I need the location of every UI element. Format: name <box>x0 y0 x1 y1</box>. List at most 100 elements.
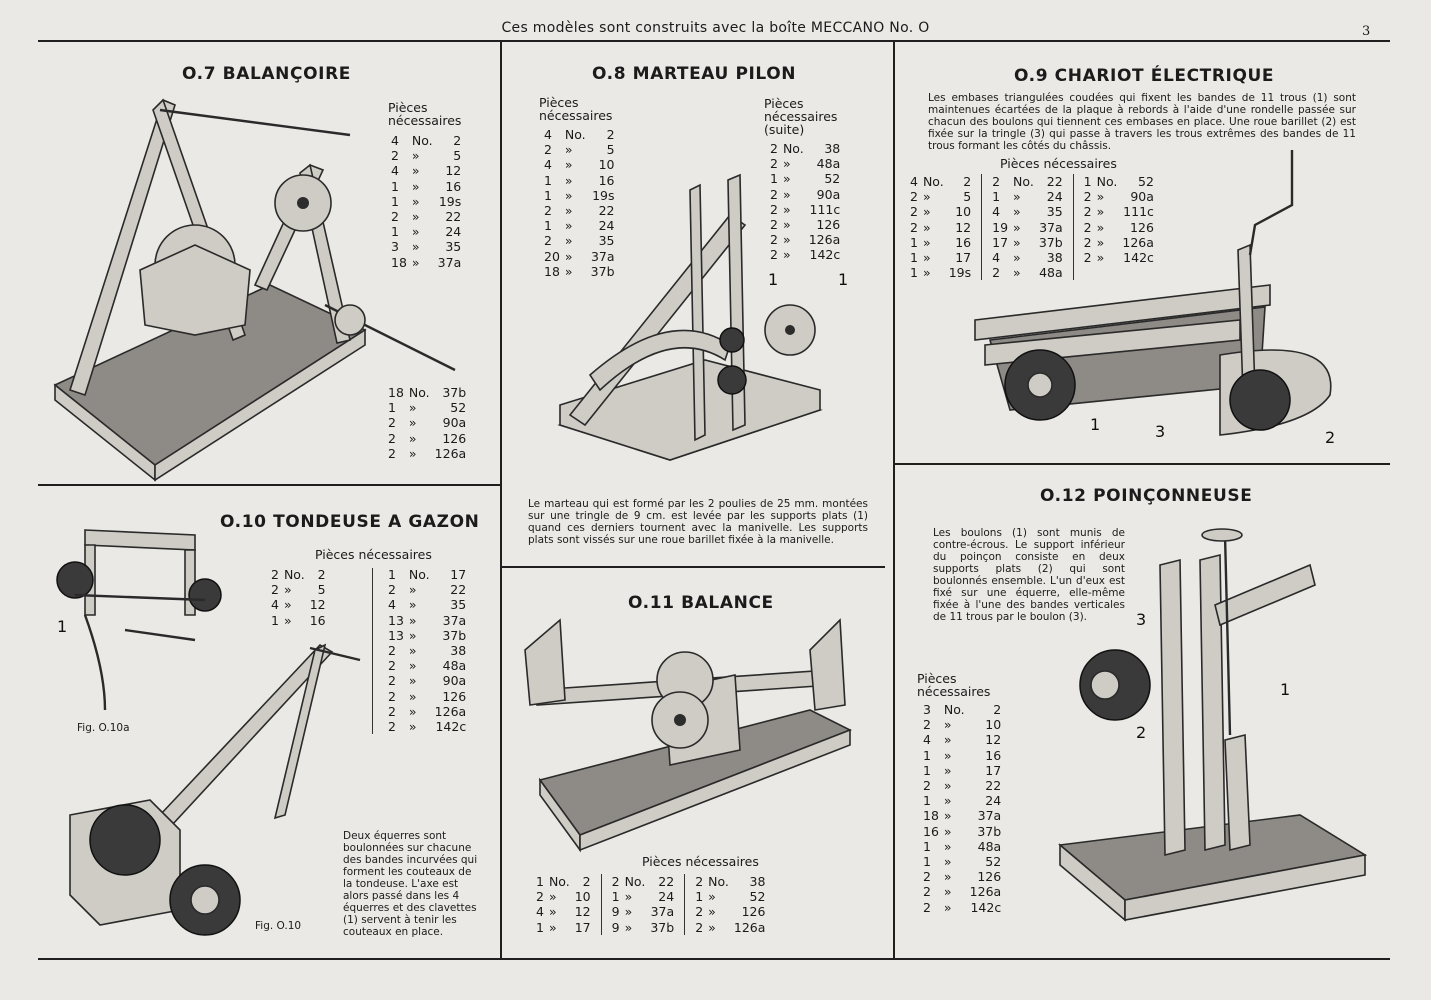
o10a-figure-caption: Fig. O.10a <box>77 722 130 734</box>
parts-row: 2»126a <box>388 703 467 719</box>
o8-label-1a: 1 <box>768 270 778 289</box>
parts-row: 20»37a <box>544 248 615 264</box>
o10-mower-illustration <box>69 643 361 936</box>
parts-row: 1»16 <box>544 172 615 188</box>
o9-label-3: 3 <box>1155 422 1165 441</box>
parts-row: 4»12 <box>271 597 326 613</box>
parts-row: 2»22 <box>388 582 467 598</box>
parts-row: 2»126a <box>923 884 1002 900</box>
o9-label-2: 2 <box>1325 428 1335 447</box>
o9-note: Les embases triangulées coudées qui fixe… <box>928 92 1356 152</box>
parts-row: 2»126 <box>923 869 1002 885</box>
parts-row: 13»37a <box>388 612 467 628</box>
o12-parts-label: Pièces nécessaires <box>917 671 991 699</box>
o10-label-1: 1 <box>57 617 67 636</box>
parts-row: 2»48a <box>770 156 841 172</box>
parts-row: 2»90a <box>388 673 467 689</box>
o8-parts-label-2: Pièces nécessaires (suite) <box>764 96 838 137</box>
parts-row: 2»22 <box>391 209 462 225</box>
o8-label-1b: 1 <box>838 270 848 289</box>
page-number: 3 <box>1362 24 1371 39</box>
o10-parts-label: Pièces nécessaires <box>315 547 432 562</box>
o9-title: O.9 CHARIOT ÉLECTRIQUE <box>1014 66 1275 86</box>
o10-note: Deux équerres sont boulonnées sur chacun… <box>343 830 478 938</box>
parts-row: 2»22 <box>923 778 1002 794</box>
parts-row: 2»111c <box>770 201 841 217</box>
parts-row: 1»19s <box>391 193 462 209</box>
divider-v-left <box>500 41 502 958</box>
o10a-mower-detail-illustration: 1 <box>56 529 222 711</box>
parts-row: 2»5 <box>391 148 462 164</box>
divider-h-left <box>38 484 500 486</box>
parts-row: 2»35 <box>544 233 615 249</box>
o7-swing-illustration <box>53 98 456 482</box>
o10-parts-separator <box>372 568 373 734</box>
o8-title: O.8 MARTEAU PILON <box>592 64 797 84</box>
parts-row: 2»90a <box>388 415 467 431</box>
parts-row: 1»24 <box>544 218 615 234</box>
page-header: Ces modèles sont construits avec la boît… <box>501 20 930 36</box>
o12-label-2: 2 <box>1136 723 1146 742</box>
parts-row: 16»37b <box>923 823 1002 839</box>
parts-row: 1»52 <box>770 171 841 187</box>
parts-row: 2»10 <box>923 717 1002 733</box>
parts-row: 18»37a <box>923 808 1002 824</box>
parts-row: 2»5 <box>544 142 615 158</box>
parts-row: 1»16 <box>923 747 1002 763</box>
parts-row: 4»12 <box>391 163 462 179</box>
parts-row: 2»126a <box>388 445 467 461</box>
parts-row: 2»126 <box>388 688 467 704</box>
parts-row: 2»22 <box>544 203 615 219</box>
header-rule <box>38 40 1390 42</box>
o9-truck-illustration: 1 3 2 <box>974 150 1335 447</box>
parts-row: 1»52 <box>388 400 467 416</box>
o12-label-3: 3 <box>1136 610 1146 629</box>
divider-h-right <box>894 463 1390 465</box>
o12-title: O.12 POINÇONNEUSE <box>1040 486 1253 506</box>
o8-parts-label: Pièces nécessaires <box>539 95 613 123</box>
parts-row: 18»37b <box>544 263 615 279</box>
parts-row: 13»37b <box>388 627 467 643</box>
o10-figure-caption: Fig. O.10 <box>255 920 302 932</box>
o11-title: O.11 BALANCE <box>628 593 774 613</box>
parts-row: 2»90a <box>770 186 841 202</box>
parts-row: 1»48a <box>923 838 1002 854</box>
o7-parts-label: Pièces nécessaires <box>388 100 462 128</box>
o12-label-1: 1 <box>1280 680 1290 699</box>
parts-row: 2»142c <box>923 899 1002 915</box>
o9-parts-label: Pièces nécessaires <box>1000 156 1117 171</box>
parts-row: 2»142c <box>770 247 841 263</box>
o11-parts-label: Pièces nécessaires <box>642 854 759 869</box>
o12-punch-press-illustration: 3 2 1 <box>1058 528 1368 922</box>
divider-v-right <box>893 41 895 958</box>
parts-row: 2»126 <box>770 217 841 233</box>
parts-row: 1»24 <box>923 793 1002 809</box>
parts-row: 4»12 <box>923 732 1002 748</box>
o8-hammer-illustration: 1 1 <box>557 173 848 461</box>
parts-row: 3»35 <box>391 239 462 255</box>
parts-row: 2»48a <box>388 658 467 674</box>
